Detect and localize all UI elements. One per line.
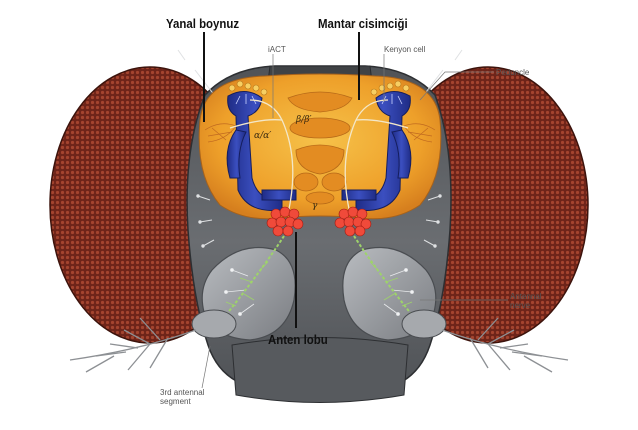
central-complex	[287, 91, 353, 205]
iact-tracts	[229, 99, 409, 215]
leader-lines	[203, 32, 360, 328]
kenyon-cells	[228, 80, 410, 96]
label-antennal-nerve: Antennal nerve	[510, 292, 542, 310]
label-kenyon-cell: Kenyon cell	[384, 45, 426, 54]
right-arista	[441, 317, 569, 373]
lobe-label-alpha: α/α′	[254, 131, 271, 141]
lower-plate	[231, 337, 409, 403]
lobe-label-beta: β/β′	[295, 115, 311, 125]
right-antennal-lobe	[334, 206, 372, 237]
third-segment-line2: segment	[160, 397, 191, 406]
calyx-dendrites	[235, 94, 403, 105]
left-pedicel	[191, 309, 237, 339]
left-arista	[69, 317, 197, 373]
lobe-label-gamma: γ	[312, 201, 318, 211]
label-third-antennal-segment: 3rd antennal segment	[160, 388, 204, 406]
antennal-nerve-line1: Antennal	[510, 292, 542, 301]
left-antennal-lobe	[266, 206, 304, 237]
right-mushroom-body	[341, 91, 412, 212]
third-segment-line1: 3rd antennal	[160, 388, 205, 397]
label-lateral-horn: Yanal boynuz	[166, 16, 240, 31]
nerve-branches	[225, 261, 413, 307]
label-antennal-lobe: Anten lobu	[268, 332, 328, 347]
antennal-nerve-line2: nerve	[510, 301, 531, 310]
antennal-nerves	[221, 235, 417, 321]
label-iact: iACT	[268, 45, 286, 54]
antenna-sensilla	[224, 268, 414, 316]
left-mushroom-body	[226, 91, 297, 212]
label-mushroom-body: Mantar cisimciği	[318, 16, 408, 31]
thin-leader-lines	[201, 54, 508, 389]
right-pedicel	[401, 309, 447, 339]
label-peduncle: Peduncle	[496, 68, 530, 77]
